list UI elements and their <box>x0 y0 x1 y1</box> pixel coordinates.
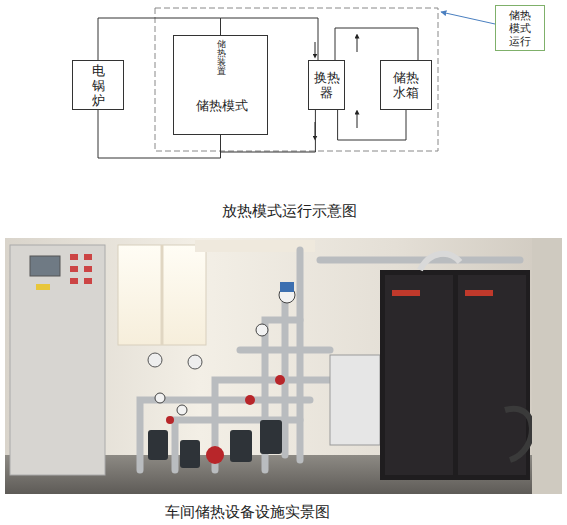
flow-arrow <box>357 112 358 128</box>
tank-pipe <box>335 28 418 60</box>
callout-box: 储热模式运行 <box>495 5 545 51</box>
device-label: 储热装置 <box>216 40 226 76</box>
box-label: 储热模式运行 <box>505 9 535 48</box>
exchanger-box: 换热器 <box>308 60 345 110</box>
callout-leader <box>441 12 495 24</box>
photo-caption: 车间储热设备设施实景图 <box>165 503 330 522</box>
pipe-connector <box>338 110 406 140</box>
boiler-box: 电锅炉 <box>72 60 124 110</box>
box-label: 储热水箱 <box>391 70 421 100</box>
tank-box: 储热水箱 <box>380 60 432 110</box>
box-label: 换热器 <box>313 70 341 100</box>
box-label: 电锅炉 <box>91 63 105 108</box>
storage-box: 储热装置储热模式 <box>173 35 268 135</box>
mode-label: 储热模式 <box>174 98 269 113</box>
figure-caption: 放热模式运行示意图 <box>222 202 357 221</box>
flow-arrow <box>315 42 316 56</box>
mode-loop <box>155 8 438 151</box>
workshop-photo <box>5 238 562 494</box>
flow-arrow <box>357 36 358 52</box>
